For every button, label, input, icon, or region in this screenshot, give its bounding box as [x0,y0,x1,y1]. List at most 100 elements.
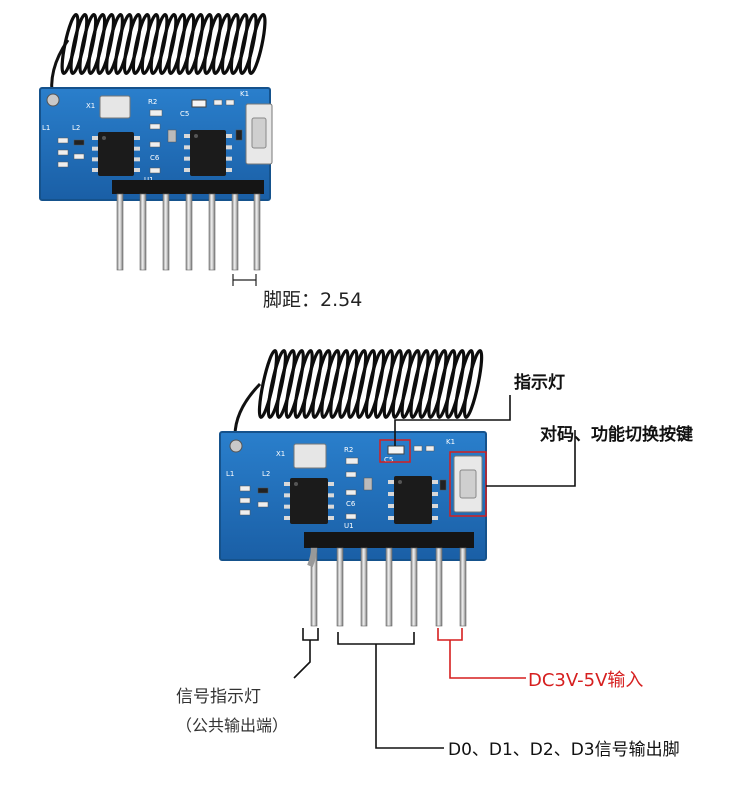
chip-lead [226,145,232,150]
label-common-output: （公共输出端） [176,716,289,735]
module-bottom: X1 R2 L1 L2 C5 C6 U1 K1 [219,349,576,749]
silk-c6: C6 [346,500,356,508]
module-top: X1 R2 L1 L2 C5 C6 U1 K1 脚距：2.54 [39,13,362,311]
smd-part [239,509,251,516]
silk-c5: C5 [384,456,393,464]
smd-part [235,129,243,141]
header-pin [231,193,239,271]
chip-lead [92,168,98,172]
header-pin [208,193,216,271]
smd-part [57,161,69,168]
silk-c6: C6 [150,154,160,162]
smd-part [149,141,161,148]
chip-lead [184,134,190,138]
header-pin [253,193,261,271]
chip-lead [92,157,98,162]
silk-l2: L2 [72,124,80,132]
chip-lead [388,492,394,496]
smd-part [425,445,435,452]
chip-lead [134,136,140,140]
smd-part [225,99,235,106]
smd-part [239,497,251,504]
chip-lead [432,480,438,484]
ic-chip-u2 [394,476,432,524]
label-pairing-button: 对码、功能切换按键 [540,425,693,445]
chip-lead [134,146,140,151]
led-indicator [191,99,207,108]
silk-l2: L2 [262,470,270,478]
pin-header-strip [304,532,474,548]
spring-antenna [233,349,484,447]
silk-x1: X1 [86,102,95,110]
smd-part [149,123,161,130]
silk-r2: R2 [148,98,157,106]
chip-lead [92,146,98,151]
pin-header-strip [112,180,264,194]
chip-lead [284,516,290,520]
chip-lead [388,480,394,484]
silk-r2: R2 [344,446,353,454]
label-signal-indicator: 信号指示灯 [176,687,261,707]
smd-part [57,149,69,156]
chip-lead [432,492,438,496]
chip-lead [328,482,334,486]
chip-lead [388,516,394,520]
ic-chip-u1 [98,132,134,176]
chip-lead [328,516,334,520]
header-pins [116,193,261,271]
smd-part [413,445,423,452]
smd-part [345,489,357,496]
chip-lead [328,493,334,498]
header-pin-bend [307,547,317,568]
smd-part [149,167,161,174]
chip-lead [92,136,98,140]
crystal-x1 [99,95,131,119]
label-indicator-light: 指示灯 [514,373,565,393]
header-pin [185,193,193,271]
led-indicator [387,445,405,455]
header-pin [459,547,467,627]
callout-lines [293,395,576,749]
chip-lead [388,504,394,508]
smd-part [363,477,373,491]
antenna-coil [462,349,484,419]
spring-antenna [50,13,267,101]
silk-k1: K1 [446,438,455,446]
smd-part [213,99,223,106]
silk-l1: L1 [226,470,234,478]
antenna-coil [247,13,267,75]
header-pin [139,193,147,271]
silk-u1: U1 [344,522,354,530]
label-power-input: DC3V-5V输入 [528,670,644,691]
chip-lead [226,168,232,172]
smd-part [257,487,269,494]
chip-lead [226,156,232,161]
smd-part [167,129,177,143]
chip-lead [432,516,438,520]
tactile-button [453,455,483,513]
smd-part [345,513,357,520]
smd-part [345,471,357,478]
label-data-pins: D0、D1、D2、D3信号输出脚 [448,740,680,760]
callout-power [437,628,526,679]
smd-part [149,109,163,117]
chip-lead [284,482,290,486]
pitch-label: 脚距：2.54 [263,289,362,311]
silk-c5: C5 [180,110,189,118]
smd-part [439,479,447,491]
smd-part [73,139,85,146]
smd-components [57,99,243,174]
smd-part [345,457,359,465]
chip-pins [284,480,438,520]
header-pin [162,193,170,271]
button-highlight-box [449,451,487,517]
smd-part [73,153,85,160]
antenna-pad [46,93,60,107]
header-pin [116,193,124,271]
chip-lead [184,156,190,161]
header-pin [385,547,393,627]
silk-x1: X1 [276,450,285,458]
smd-components [239,445,447,520]
smd-part [57,137,69,144]
